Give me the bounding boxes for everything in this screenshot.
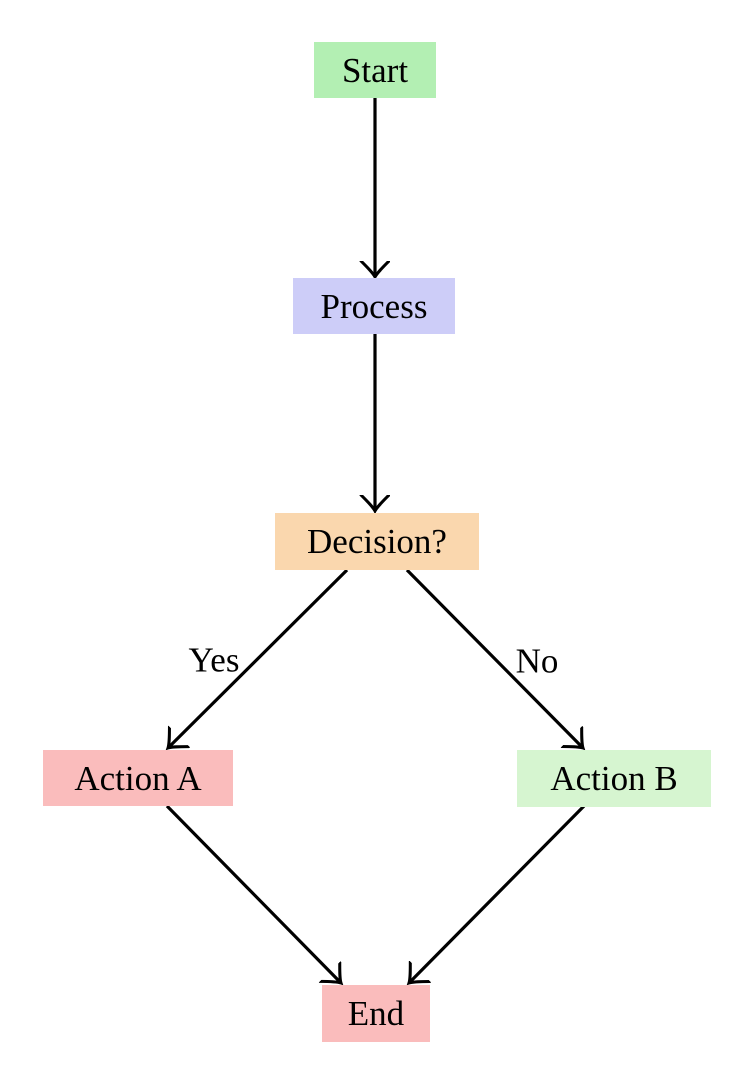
node-action-a: Action A [43,750,233,806]
node-decision: Decision? [275,513,479,570]
edge-label-yes: Yes [188,640,240,680]
node-start: Start [314,42,436,98]
edge-decision-action-a [168,568,349,748]
node-end: End [322,985,430,1042]
node-process: Process [293,278,455,334]
node-action-b: Action B [517,750,711,807]
edge-decision-action-b [405,568,583,748]
edge-action-b-end [409,804,586,983]
edge-label-no: No [515,641,559,681]
edge-action-a-end [165,804,341,983]
